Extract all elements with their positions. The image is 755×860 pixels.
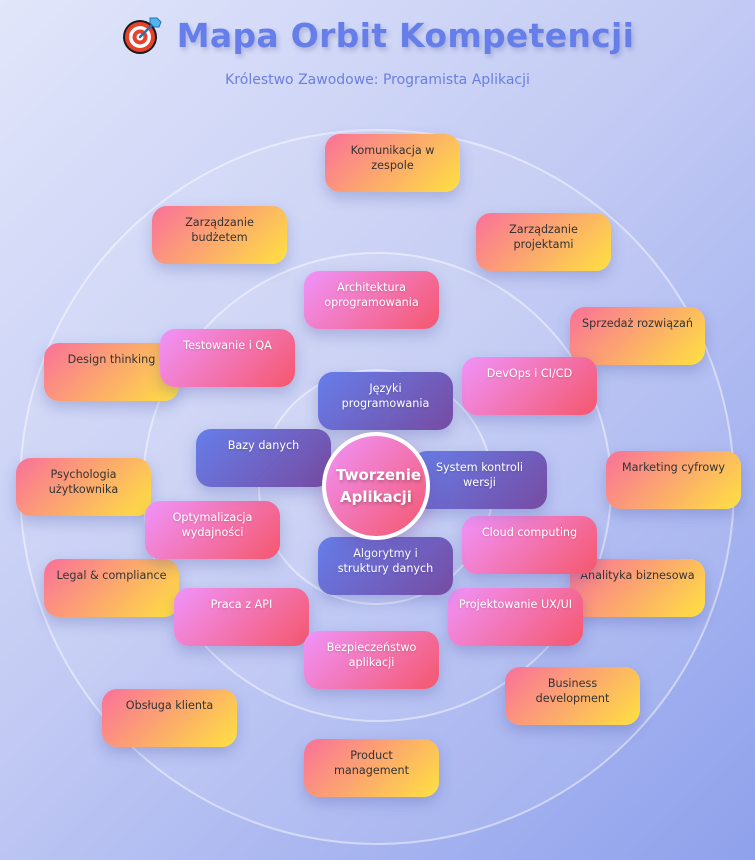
skill-label: Bazy danych [227, 439, 300, 452]
target-dart-icon [122, 17, 162, 54]
skill-card-middle[interactable]: Cloud computing [462, 516, 597, 574]
skill-card-middle[interactable]: Praca z API [174, 588, 309, 646]
skill-label: Praca z API [210, 598, 273, 611]
skill-card-middle[interactable]: Architektura oprogramowania [304, 271, 439, 329]
core-skill-circle[interactable]: Tworzenie Aplikacji [322, 432, 430, 540]
skill-label: Sprzedaż rozwiązań [582, 317, 693, 330]
skill-label: Marketing cyfrowy [622, 461, 725, 474]
skill-card-middle[interactable]: Projektowanie UX/UI [448, 588, 583, 646]
skill-label: Legal & compliance [56, 569, 167, 582]
skill-card-middle[interactable]: DevOps i CI/CD [462, 357, 597, 415]
skill-label: Cloud computing [481, 526, 578, 539]
skill-label: Psychologia użytkownika [48, 468, 119, 496]
skill-card-outer[interactable]: Legal & compliance [44, 559, 179, 617]
skill-card-outer[interactable]: Business development [505, 667, 640, 725]
skill-card-outer[interactable]: Sprzedaż rozwiązań [570, 307, 705, 365]
skill-card-outer[interactable]: Product management [304, 739, 439, 797]
skill-card-inner[interactable]: System kontroli wersji [412, 451, 547, 509]
skill-card-outer[interactable]: Zarządzanie projektami [476, 213, 611, 271]
skill-label: System kontroli wersji [435, 461, 524, 489]
skill-card-inner[interactable]: Bazy danych [196, 429, 331, 487]
skill-label: Komunikacja w zespole [350, 144, 435, 172]
skill-label: Testowanie i QA [183, 339, 272, 352]
skill-card-outer[interactable]: Analityka biznesowa [570, 559, 705, 617]
skill-label: Business development [535, 677, 610, 705]
page-title: Mapa Orbit Kompetencji [176, 15, 635, 55]
title-row: Mapa Orbit Kompetencji [0, 14, 755, 56]
header: Mapa Orbit Kompetencji Królestwo Zawodow… [0, 0, 755, 110]
skill-label: Algorytmy i struktury danych [337, 547, 434, 575]
skill-label: Zarządzanie budżetem [185, 216, 254, 244]
skill-card-middle[interactable]: Optymalizacja wydajności [145, 501, 280, 559]
skill-label: Design thinking [67, 353, 156, 366]
skill-card-inner[interactable]: Algorytmy i struktury danych [318, 537, 453, 595]
skill-label: DevOps i CI/CD [486, 367, 573, 380]
skill-card-outer[interactable]: Psychologia użytkownika [16, 458, 151, 516]
skill-card-outer[interactable]: Marketing cyfrowy [606, 451, 741, 509]
skill-label: Projektowanie UX/UI [458, 598, 573, 611]
skill-label: Optymalizacja wydajności [172, 511, 253, 539]
skill-label: Architektura oprogramowania [324, 281, 419, 309]
skill-card-outer[interactable]: Obsługa klienta [102, 689, 237, 747]
skill-label: Bezpieczeństwo aplikacji [326, 641, 417, 669]
skill-label: Analityka biznesowa [580, 569, 695, 582]
skill-label: Obsługa klienta [125, 699, 214, 712]
skill-card-middle[interactable]: Testowanie i QA [160, 329, 295, 387]
skill-label: Product management [334, 749, 409, 777]
skill-card-middle[interactable]: Bezpieczeństwo aplikacji [304, 631, 439, 689]
core-skill-label: Tworzenie Aplikacji [336, 466, 422, 506]
skill-label: Języki programowania [341, 382, 430, 410]
skill-card-outer[interactable]: Komunikacja w zespole [325, 134, 460, 192]
skill-card-inner[interactable]: Języki programowania [318, 372, 453, 430]
skill-label: Zarządzanie projektami [509, 223, 578, 251]
page-subtitle: Królestwo Zawodowe: Programista Aplikacj… [225, 72, 530, 88]
skill-card-outer[interactable]: Zarządzanie budżetem [152, 206, 287, 264]
skill-card-outer[interactable]: Design thinking [44, 343, 179, 401]
